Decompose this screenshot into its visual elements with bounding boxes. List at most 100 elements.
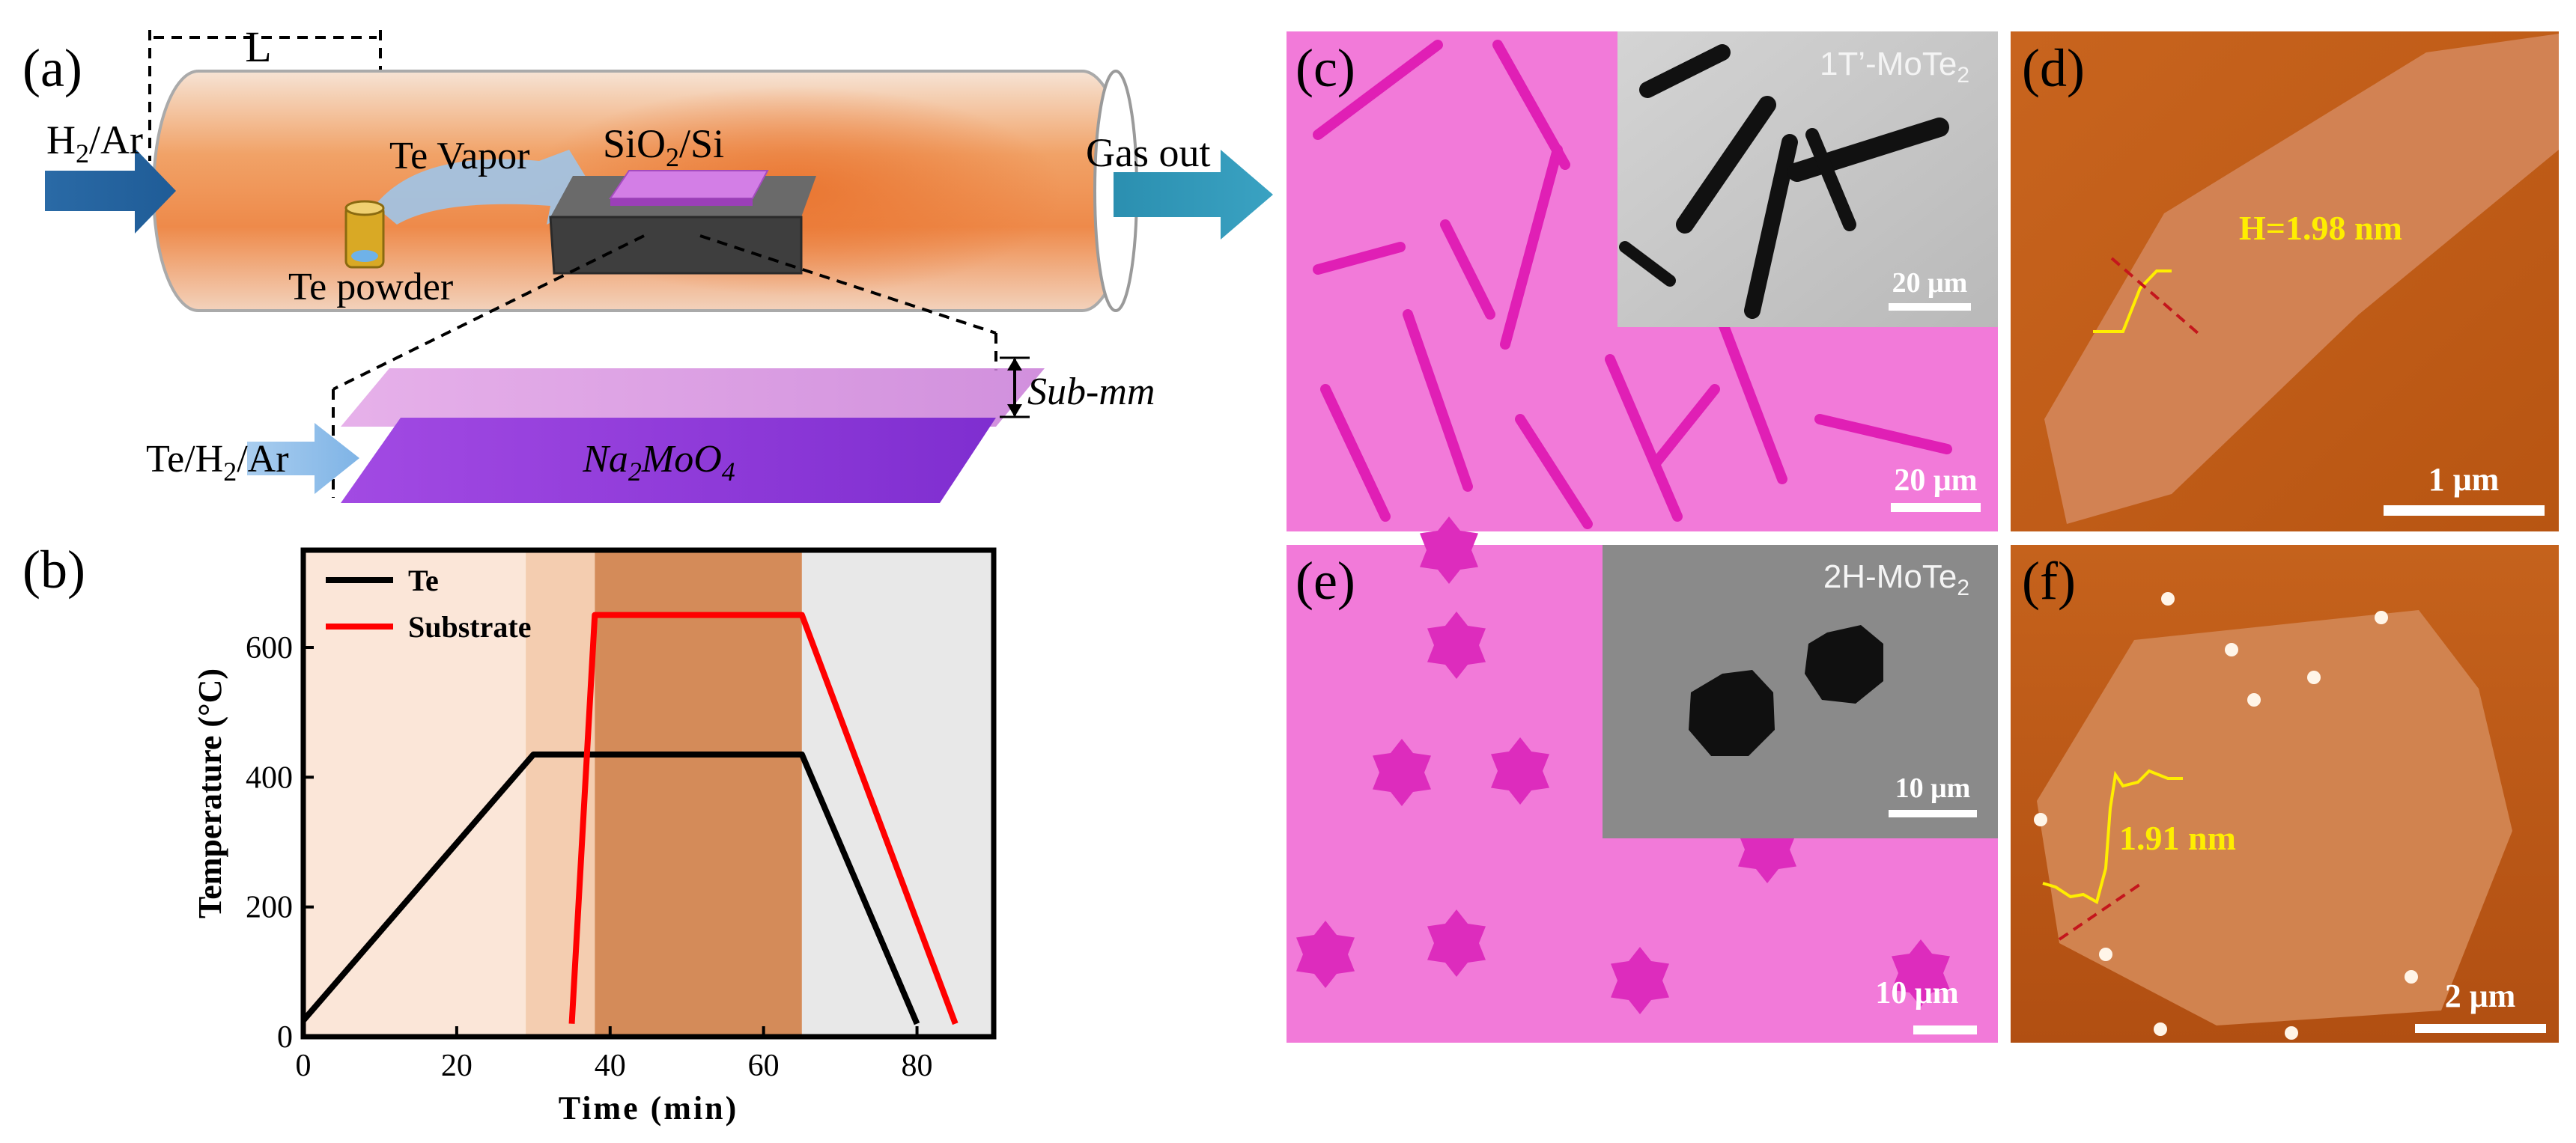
sem-inset-e <box>1603 545 1998 838</box>
flake <box>1717 317 1787 484</box>
hexagon-flake-1 <box>1689 670 1775 756</box>
gas-in-label: H2/Ar <box>46 118 143 168</box>
height-label-d: H=1.98 nm <box>2239 209 2402 247</box>
flake <box>1814 414 1952 454</box>
panel-e: 2H-MoTe2 10 μm 10 μm (e) <box>1287 516 1998 1043</box>
flake <box>1605 354 1683 522</box>
scale-label-d: 1 μm <box>2428 461 2500 498</box>
x-tick-label: 60 <box>748 1049 780 1083</box>
panel-c: 1T’-MoTe2 20 μm 20 μm (c) <box>1287 31 1998 531</box>
panel-c-label: (c) <box>1295 38 1355 98</box>
particle <box>2375 611 2388 624</box>
ceramic-boat <box>549 216 803 275</box>
sem-flake <box>1619 241 1676 287</box>
substrate-label: SiO2/Si <box>603 121 724 172</box>
particle <box>2405 970 2418 984</box>
star-flake <box>1420 516 1478 584</box>
y-tick-label: 0 <box>277 1020 293 1055</box>
star-flakes-e <box>1296 516 1950 1014</box>
series-line-substrate <box>568 612 959 1025</box>
flake-d <box>2044 34 2559 524</box>
height-profile-d <box>2093 269 2172 333</box>
inlet-arrow <box>247 423 359 494</box>
star-flake <box>1427 612 1486 679</box>
panel-f-label: (f) <box>2022 551 2076 611</box>
scale-bar-d <box>2384 505 2545 516</box>
x-tick-label: 20 <box>441 1049 473 1083</box>
te-powder-icon <box>351 250 378 262</box>
vapor-flow-arrow <box>374 150 599 225</box>
x-tick-label: 0 <box>296 1049 312 1083</box>
panel-a: (a) L H2/Ar Te Vapor Te powder SiO2/Si G… <box>22 22 1273 503</box>
legend-label-substrate: Substrate <box>408 610 531 644</box>
background-band-3 <box>801 550 994 1037</box>
particle <box>2307 671 2321 684</box>
flake <box>1515 414 1593 529</box>
scale-bar-e <box>1913 1025 1977 1034</box>
sem-flake <box>1639 44 1731 98</box>
flake <box>1492 40 1570 170</box>
star-flake <box>1427 909 1486 977</box>
inset-title-e: 2H-MoTe2 <box>1823 558 1969 600</box>
sem-flake <box>1676 96 1776 234</box>
inset-scale-label-c: 20 μm <box>1892 267 1968 299</box>
y-tick-label: 400 <box>246 761 293 795</box>
star-flake <box>1296 921 1355 988</box>
series-line-te <box>300 752 920 1025</box>
scale-bar-f <box>2415 1024 2546 1033</box>
vapor-label: Te Vapor <box>389 135 529 177</box>
particle <box>2099 948 2112 961</box>
sem-flake <box>1744 134 1798 319</box>
afm-particles-f <box>2034 592 2418 1040</box>
sem-flakes-c <box>1619 44 1949 319</box>
panel-b-label: (b) <box>22 540 85 600</box>
hexagon-flake-f <box>2037 610 2512 1025</box>
gas-out-label: Gas out <box>1086 130 1210 175</box>
y-axis-label: Temperature (°C) <box>192 668 228 918</box>
substrate-wafer <box>609 170 769 199</box>
plot-frame <box>300 547 997 1040</box>
x-tick-label: 80 <box>902 1049 933 1083</box>
x-tick-label: 40 <box>595 1049 626 1083</box>
y-tick-label: 200 <box>246 891 293 925</box>
precursor-slab <box>341 418 996 503</box>
y-tick-label: 600 <box>246 631 293 665</box>
scale-label-c: 20 μm <box>1894 463 1977 498</box>
panel-d-label: (d) <box>2022 38 2085 98</box>
height-profile-f <box>2042 769 2183 904</box>
inset-scale-bar-e <box>1889 810 1977 817</box>
particle <box>2034 813 2047 826</box>
hexagon-flake-2 <box>1805 625 1883 704</box>
particle <box>2247 693 2261 707</box>
x-axis-label: Time (min) <box>559 1090 739 1127</box>
zoom-line-left <box>332 234 645 391</box>
particle <box>2225 643 2238 656</box>
panel-f: 1.91 nm 2 μm (f) <box>2011 545 2559 1043</box>
flake <box>1500 144 1563 350</box>
gap-label: Sub-mm <box>1027 371 1155 413</box>
panel-a-label: (a) <box>22 38 82 98</box>
particle <box>2154 1022 2167 1036</box>
substrate-slab <box>341 368 1045 427</box>
star-flake <box>1892 939 1950 1007</box>
height-label-f: 1.91 nm <box>2119 819 2236 857</box>
gas-out-arrow <box>1114 150 1273 240</box>
flake <box>1320 384 1391 522</box>
star-flake <box>1611 947 1669 1014</box>
flake-cluster-c <box>1313 40 1952 529</box>
powder-label: Te powder <box>288 266 453 308</box>
scale-bar-c <box>1891 503 1981 512</box>
line-cut-d <box>2110 257 2199 335</box>
zoom-line-right <box>699 234 997 335</box>
flake <box>1313 40 1443 140</box>
length-label: L <box>245 22 271 71</box>
scale-label-f: 2 μm <box>2445 978 2516 1014</box>
background-band-2 <box>595 550 802 1037</box>
panel-e-label: (e) <box>1295 551 1355 611</box>
inset-scale-label-e: 10 μm <box>1895 772 1971 804</box>
gas-in-arrow <box>45 148 176 234</box>
stack-in-label: Te/H2/Ar <box>146 438 289 487</box>
star-flake <box>1491 737 1549 805</box>
